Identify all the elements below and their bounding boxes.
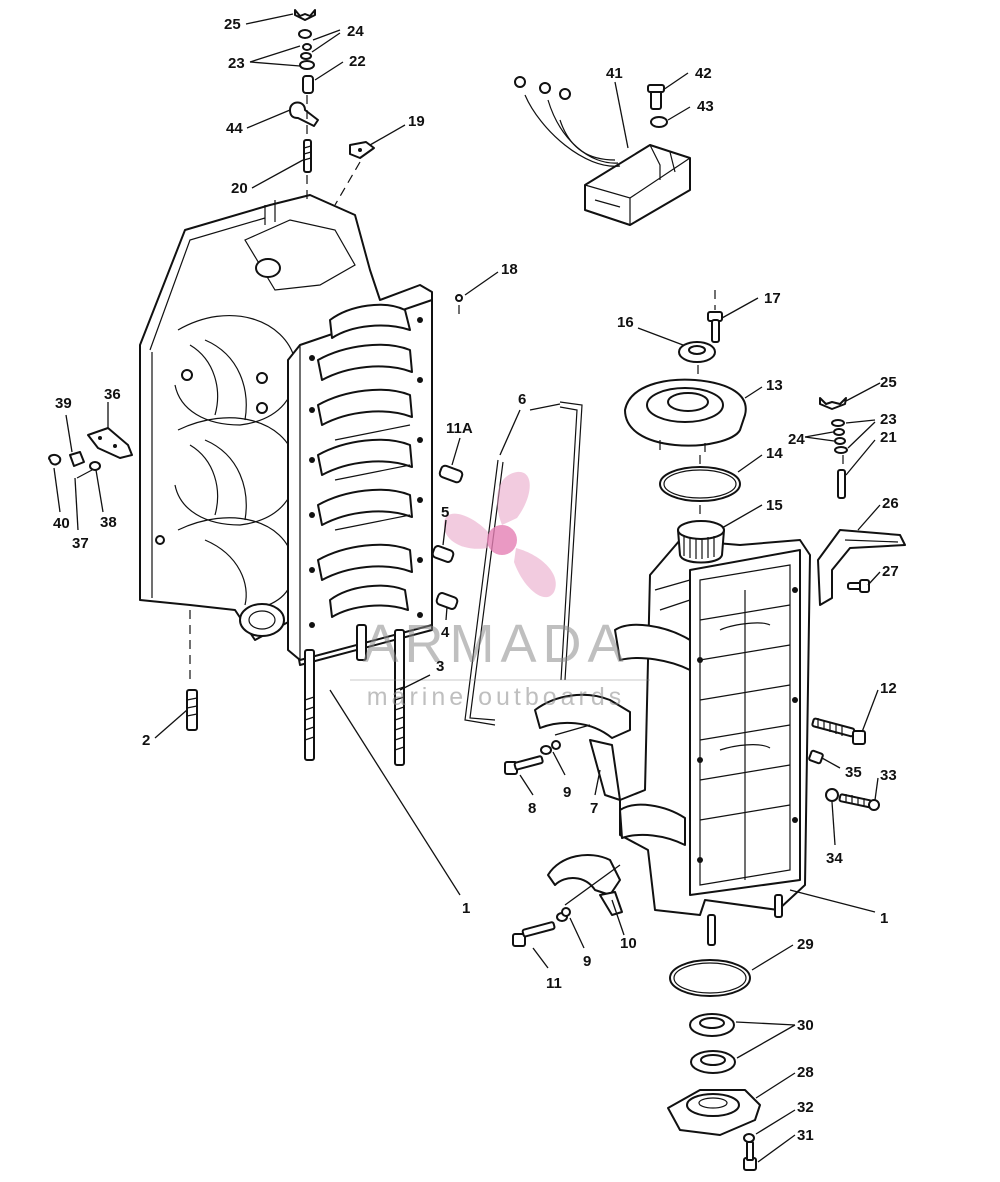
part-label-2: 2 xyxy=(142,732,150,749)
part-label-14: 14 xyxy=(766,445,783,462)
bolt-part-11 xyxy=(512,912,568,947)
part-label-11: 11 xyxy=(546,975,562,992)
bolt-part-12 xyxy=(811,717,866,745)
part-label-27: 27 xyxy=(882,563,899,580)
part-label-9-lower: 9 xyxy=(583,953,591,970)
part-label-29: 29 xyxy=(797,936,814,953)
part-label-10: 10 xyxy=(620,935,637,952)
top-bearing-stack xyxy=(624,311,747,564)
bolt-part-27 xyxy=(847,579,870,593)
part-label-12: 12 xyxy=(880,680,897,697)
crankcase-cover-right xyxy=(614,539,811,946)
part-number-labels: 25 24 23 22 44 19 20 18 39 36 40 38 37 1… xyxy=(53,16,899,1144)
part-label-18: 18 xyxy=(501,261,518,278)
part-label-30: 30 xyxy=(797,1017,814,1034)
part-label-44: 44 xyxy=(226,120,243,137)
part-label-11a: 11A xyxy=(446,420,473,437)
part-label-21: 21 xyxy=(880,429,897,446)
watermark-tagline: marine outboards xyxy=(367,683,626,711)
part-label-32: 32 xyxy=(797,1099,814,1116)
part-label-24-right: 24 xyxy=(788,431,805,448)
part-label-6: 6 xyxy=(518,391,526,408)
flange-bolt-holes xyxy=(309,317,423,628)
part-label-28: 28 xyxy=(797,1064,814,1081)
part-label-42: 42 xyxy=(695,65,712,82)
ignition-module xyxy=(514,76,691,226)
bolt-part-33 xyxy=(838,793,880,811)
right-hardware-stack xyxy=(817,397,906,606)
small-bracket-group xyxy=(48,427,133,479)
part-label-7: 7 xyxy=(590,800,598,817)
part-label-23-right: 23 xyxy=(880,411,897,428)
part-label-36: 36 xyxy=(104,386,121,403)
part-label-1-left: 1 xyxy=(462,900,470,917)
part-label-1-right: 1 xyxy=(880,910,888,927)
part-label-26: 26 xyxy=(882,495,899,512)
dowel-pins xyxy=(431,294,464,610)
bottom-bearing-stack xyxy=(667,959,761,1171)
part-label-40: 40 xyxy=(53,515,70,532)
part-label-3: 3 xyxy=(436,658,444,675)
watermark-brand: ARMADA xyxy=(362,614,629,674)
leader-lines xyxy=(53,13,881,1163)
cylinder-block-left xyxy=(139,194,433,666)
part-label-43: 43 xyxy=(697,98,714,115)
propeller-icon xyxy=(443,471,556,598)
part-label-4: 4 xyxy=(441,624,450,641)
watermark: ARMADA marine outboards xyxy=(350,471,650,711)
bearing-saddles-left xyxy=(317,303,413,618)
part-label-35: 35 xyxy=(845,764,862,781)
part-label-17: 17 xyxy=(764,290,781,307)
part-label-23-top: 23 xyxy=(228,55,245,72)
part-label-25-top: 25 xyxy=(224,16,241,33)
part-label-37: 37 xyxy=(72,535,89,552)
part-label-16: 16 xyxy=(617,314,634,331)
part-label-9-upper: 9 xyxy=(563,784,571,801)
part-label-25-right: 25 xyxy=(880,374,897,391)
part-label-22: 22 xyxy=(349,53,366,70)
part-label-15: 15 xyxy=(766,497,783,514)
part-label-5: 5 xyxy=(441,504,449,521)
part-label-13: 13 xyxy=(766,377,783,394)
part-label-39: 39 xyxy=(55,395,72,412)
bearing-caps xyxy=(534,693,631,916)
part-label-33: 33 xyxy=(880,767,897,784)
part-label-31: 31 xyxy=(797,1127,814,1144)
alignment-lines xyxy=(189,95,844,685)
stud-part-3-left xyxy=(304,624,405,766)
part-label-38: 38 xyxy=(100,514,117,531)
bolt-part-8 xyxy=(504,745,552,775)
part-label-19: 19 xyxy=(408,113,425,130)
top-hardware-stack xyxy=(289,9,375,173)
bolts xyxy=(504,579,880,947)
part-label-41: 41 xyxy=(606,65,623,82)
part-label-34: 34 xyxy=(826,850,843,867)
stud-part-2 xyxy=(186,689,198,731)
part-label-20: 20 xyxy=(231,180,248,197)
part-label-24-top: 24 xyxy=(347,23,364,40)
part-label-8: 8 xyxy=(528,800,536,817)
